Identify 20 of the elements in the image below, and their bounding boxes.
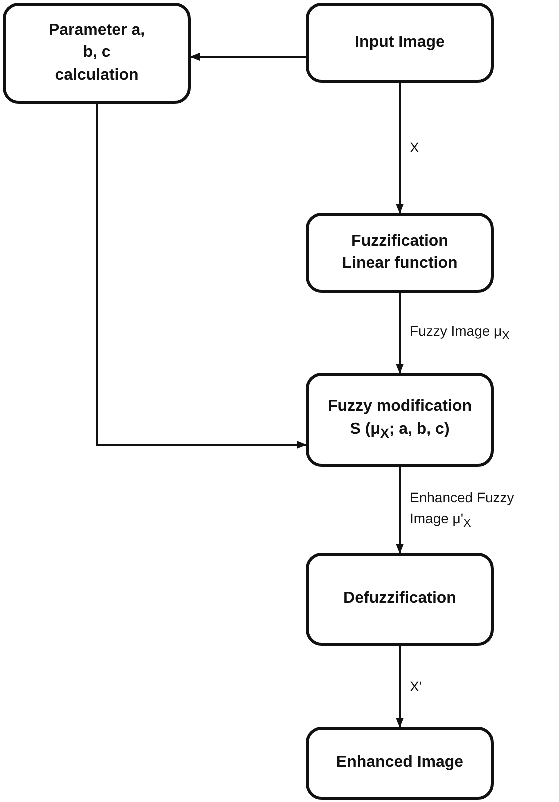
process-box xyxy=(306,727,494,800)
box-text: Enhanced Image xyxy=(336,753,464,774)
box-text: Linear function xyxy=(342,254,458,274)
box-text: Defuzzification xyxy=(344,589,456,610)
box-text: Fuzzy modification xyxy=(328,397,472,418)
box-text: Input Image xyxy=(355,32,445,53)
arrow xyxy=(396,293,404,374)
process-box xyxy=(3,3,191,104)
arrow xyxy=(396,467,404,554)
process-box xyxy=(306,373,494,467)
process-box xyxy=(306,213,494,293)
arrow xyxy=(190,53,306,61)
box-text: Parameter a, b, c calculation xyxy=(48,20,146,86)
arrow xyxy=(396,83,404,214)
box-text: Fuzzification xyxy=(352,232,448,252)
process-box xyxy=(306,553,494,646)
arrow xyxy=(396,646,404,728)
box-text: S (μ$_{X}$; a, b, c) xyxy=(350,420,450,443)
process-box xyxy=(306,3,494,83)
arrow xyxy=(96,104,307,449)
